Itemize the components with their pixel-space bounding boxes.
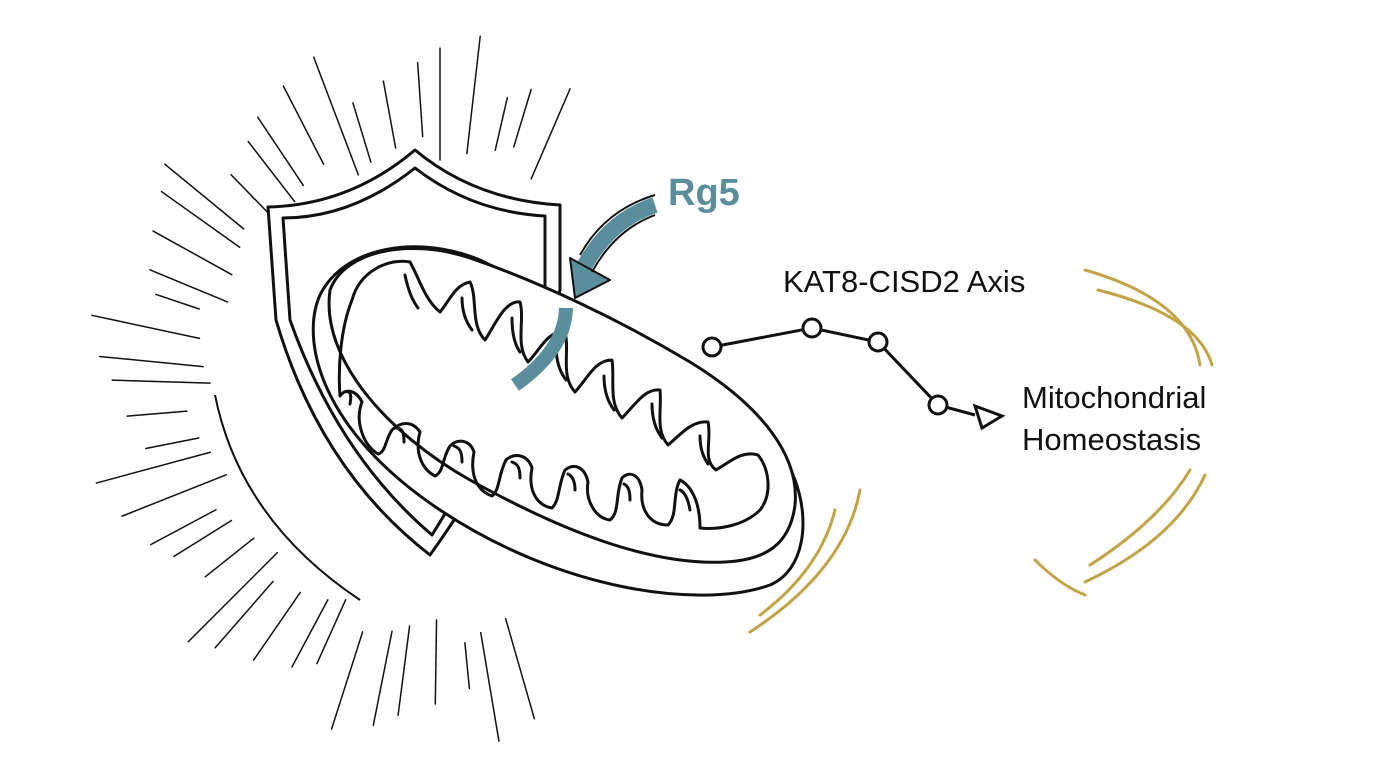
burst-ray	[145, 437, 200, 450]
burst-ray	[530, 88, 571, 180]
burst-ray	[126, 410, 188, 417]
burst-ray	[397, 625, 411, 717]
pathway-arrowhead	[972, 403, 1006, 431]
burst-ray	[111, 379, 211, 384]
axis-label: KAT8-CISD2 Axis	[783, 264, 1025, 299]
burst-ray	[173, 519, 233, 558]
pathway-node	[801, 317, 823, 339]
burst-ray	[291, 599, 329, 668]
burst-ray	[352, 102, 372, 163]
burst-ray	[434, 619, 438, 705]
burst-ray	[257, 116, 305, 187]
burst-ray	[149, 269, 229, 303]
burst-ray	[330, 631, 364, 730]
burst-ray	[204, 537, 255, 578]
burst-ray	[187, 551, 279, 643]
outcome-label-line1: Mitochondrial	[1022, 380, 1206, 415]
burst-ray	[416, 62, 424, 138]
burst-ray	[164, 163, 245, 230]
burst-ray	[466, 35, 481, 155]
burst-ray	[372, 630, 393, 727]
burst-ray	[504, 618, 536, 720]
burst-ray	[282, 85, 325, 165]
compound-label: Rg5	[668, 172, 740, 214]
pathway-node	[927, 394, 949, 416]
burst-ray	[160, 190, 241, 249]
curved-arrow-icon	[569, 194, 658, 299]
burst-ray	[252, 591, 302, 661]
burst-ray	[214, 580, 274, 649]
burst-ray	[479, 631, 500, 742]
radiating-burst-lines	[91, 35, 571, 742]
burst-ray	[152, 230, 233, 276]
burst-ray	[247, 140, 296, 203]
burst-ray	[98, 355, 204, 368]
burst-ray	[91, 314, 201, 340]
outcome-label-line2: Homeostasis	[1022, 422, 1201, 457]
burst-ray	[95, 451, 212, 484]
burst-ray	[154, 293, 201, 310]
burst-ray	[494, 96, 509, 152]
lower-left-arc	[214, 394, 361, 601]
burst-ray	[316, 599, 347, 665]
mitochondrion-icon	[311, 245, 805, 597]
burst-ray	[149, 508, 217, 546]
pathway-node	[867, 331, 889, 353]
pathway-node	[701, 336, 723, 358]
pathway-chain-icon	[701, 317, 1006, 431]
gold-arcs	[748, 268, 1214, 634]
compound-binding-stripe	[510, 307, 573, 391]
burst-ray	[382, 80, 397, 149]
burst-ray	[464, 642, 471, 690]
burst-ray	[512, 88, 532, 148]
burst-ray	[121, 474, 227, 517]
burst-ray	[312, 56, 360, 176]
